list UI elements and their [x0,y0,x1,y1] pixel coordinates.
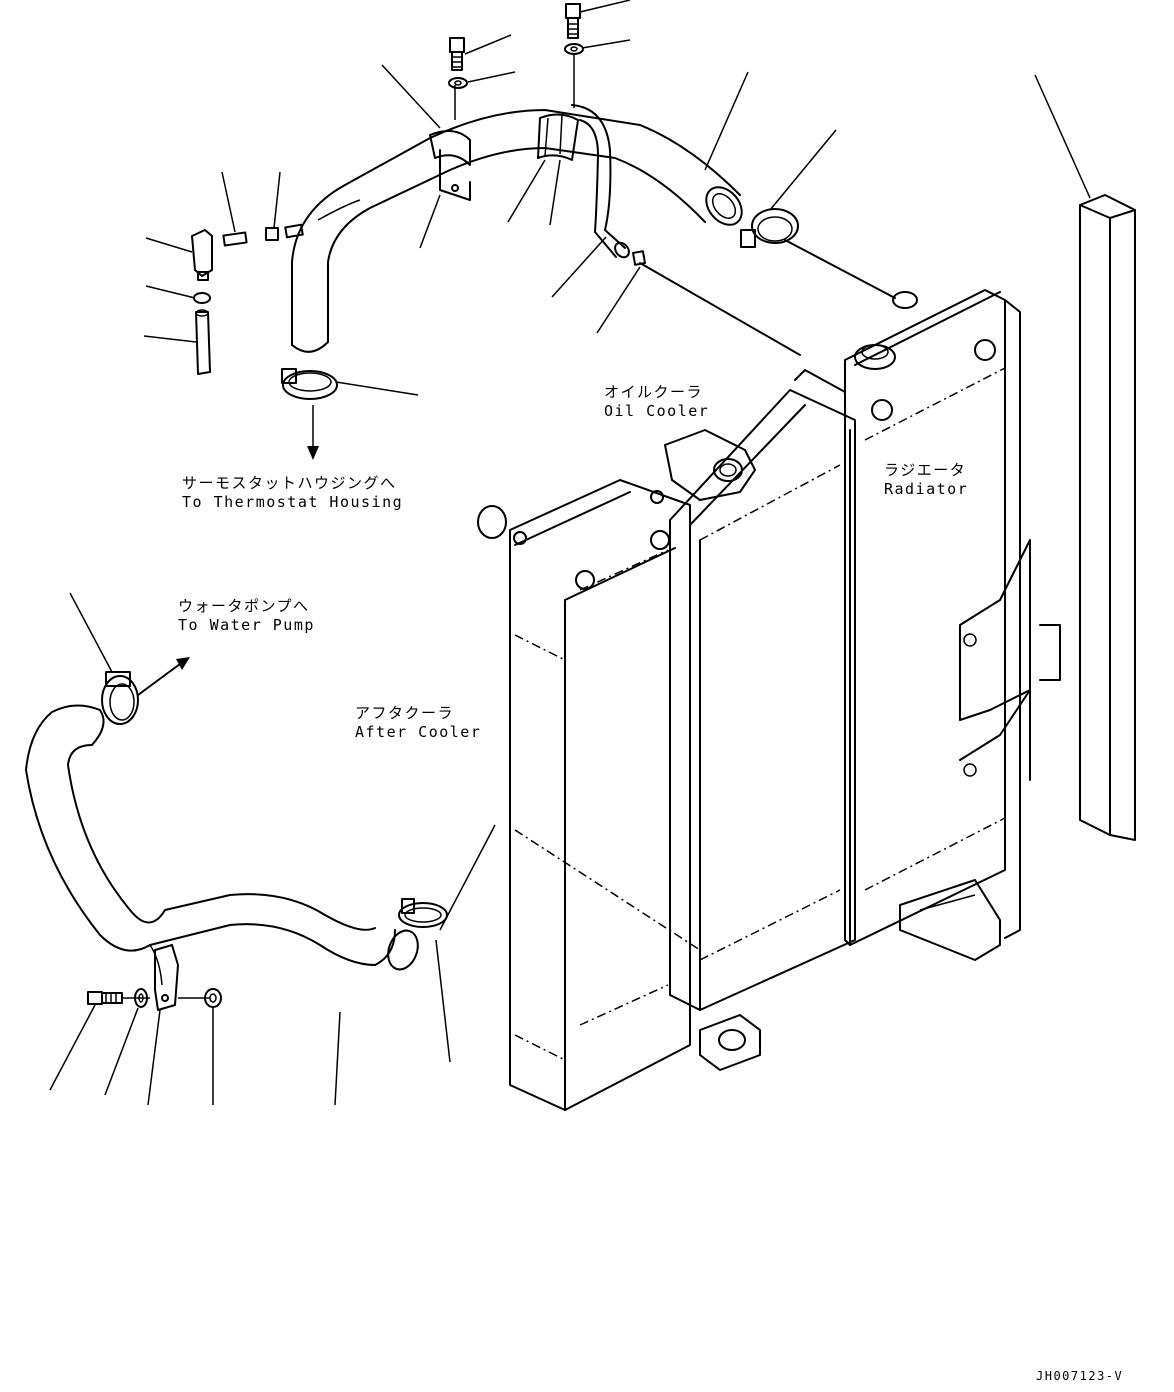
after-cooler-label: アフタクーラ After Cooler [355,704,481,742]
vent-tube [571,104,801,356]
radiator-label-en: Radiator [884,480,969,498]
after-cooler-block [477,479,701,1111]
water-pump-label-en: To Water Pump [178,616,315,634]
water-pump-label-jp: ウォータポンプへ [178,597,310,615]
pipe-bracket [429,85,471,201]
bolt-upper-right [564,3,584,108]
leader-lines-lower [49,592,451,1106]
oil-cooler-block [664,369,856,1071]
oil-cooler-label-en: Oil Cooler [604,402,710,420]
after-cooler-label-jp: アフタクーラ [355,704,455,722]
fittings-left [191,223,304,375]
thermostat-housing-label-jp: サーモスタットハウジングへ [182,474,397,492]
lower-hose [25,704,419,1011]
leader-lines-upper [143,0,837,396]
oil-cooler-label-jp: オイルクーラ [604,383,704,401]
upper-hose [291,109,743,353]
lower-fasteners [87,988,222,1008]
after-cooler-label-en: After Cooler [355,723,482,741]
oil-cooler-label: オイルクーラ Oil Cooler [604,383,709,421]
radiator-label: ラジエータ Radiator [884,461,968,499]
radiator-label-jp: ラジエータ [884,461,967,479]
hose-clamp-thermostat [281,368,338,460]
thermostat-housing-label-en: To Thermostat Housing [182,493,404,511]
hose-clamp-water-pump [101,657,190,725]
hose-band [537,113,579,161]
radiator-block [844,289,1061,961]
seal-strip [1034,74,1136,841]
hose-clamp-right [740,208,896,299]
hose-clamp-after-cooler [398,824,496,931]
drawing-code: JH007123-V [1036,1369,1124,1383]
water-pump-label: ウォータポンプへ To Water Pump [178,597,315,635]
bolt-upper-left [448,37,468,89]
thermostat-housing-label: サーモスタットハウジングへ To Thermostat Housing [182,474,403,512]
